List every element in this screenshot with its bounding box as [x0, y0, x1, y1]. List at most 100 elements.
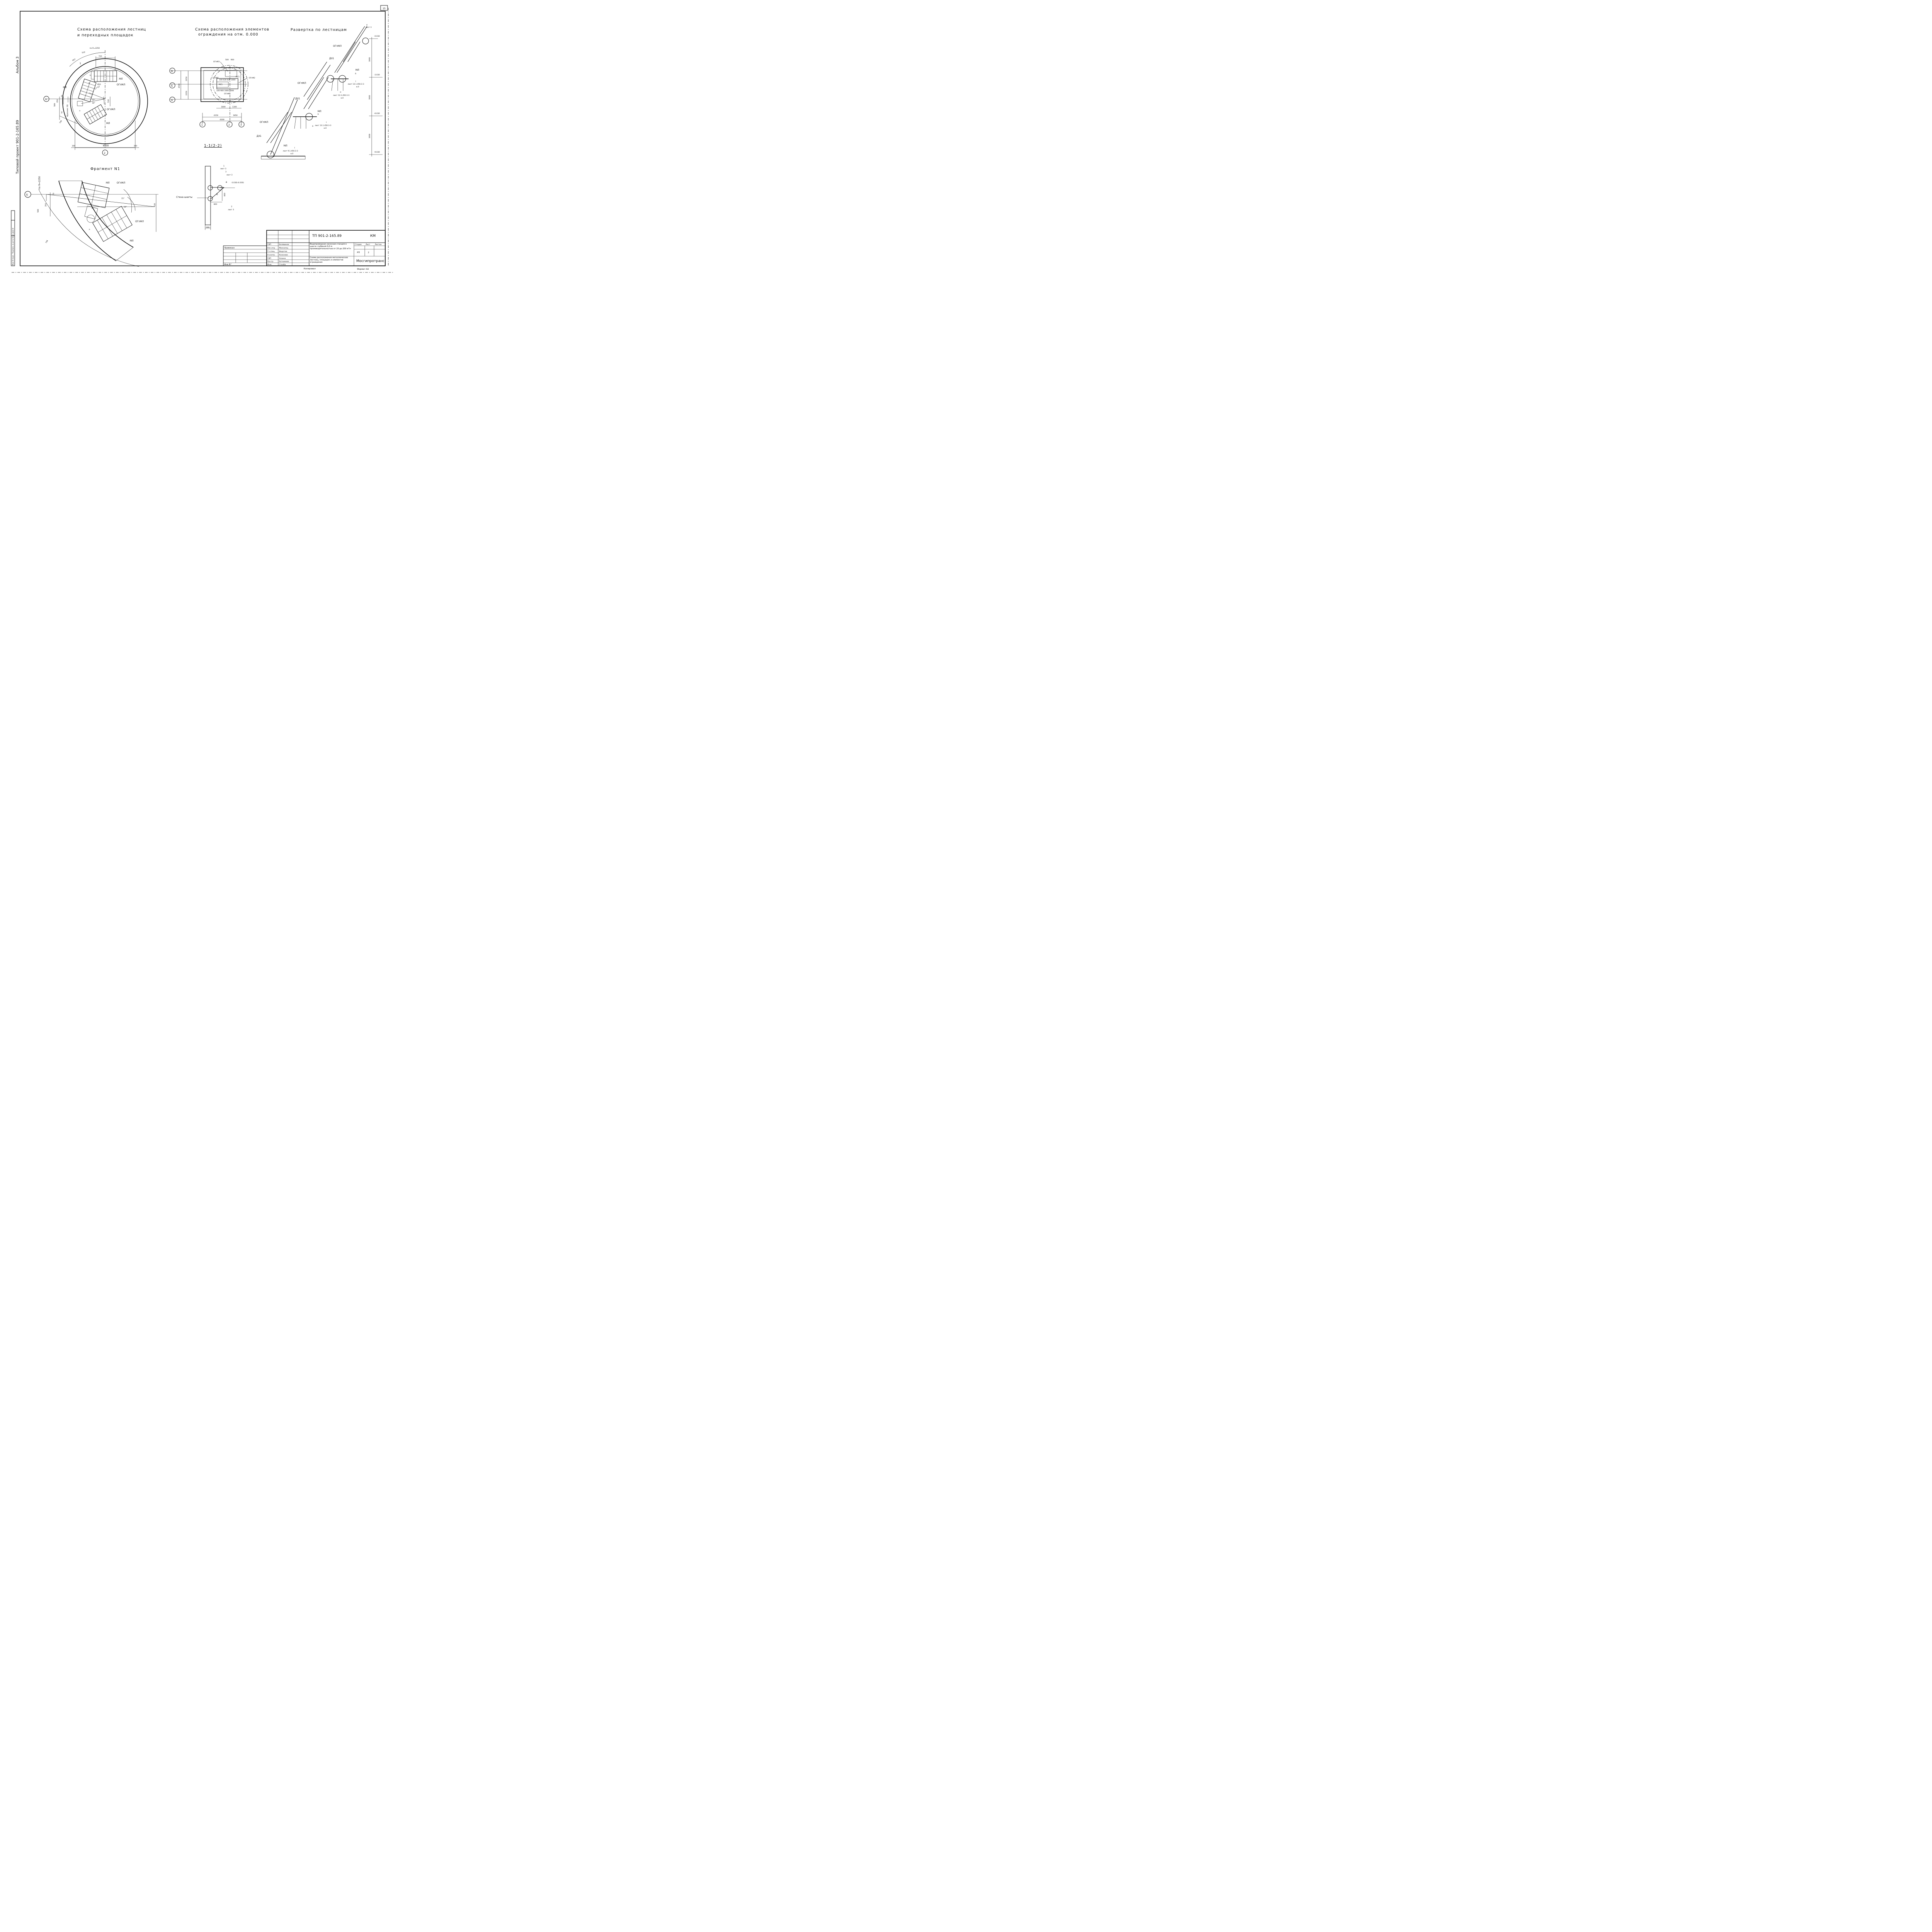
- tb-stage-header: Стадия: [355, 243, 362, 246]
- tb-name: Коханова: [279, 254, 288, 256]
- fragment-axis-b: Б: [26, 194, 28, 196]
- plan-dim-350: 350: [56, 99, 59, 103]
- fragment-ogpml-2: ОГпМЛ: [135, 220, 144, 223]
- title-block: ТП 901-2-165.89 КМ Привязан Инв.N° ГИП Н…: [223, 230, 386, 270]
- unfold-dx1-1: ДХ1: [329, 57, 334, 60]
- unfold-dx1-3: ДХ1: [257, 135, 262, 138]
- fence-dim-4500: 4500: [178, 83, 180, 88]
- section-mark-a: а: [226, 181, 227, 184]
- tb-role: Нач.отд.: [267, 247, 276, 249]
- plan-dim-300-left: 300: [72, 145, 75, 147]
- fence-dim-1800: 1800: [221, 106, 226, 108]
- tb-code: ТП 901-2-165.89: [312, 234, 342, 238]
- plan-ogpml-1: ОГпМЛ: [117, 83, 125, 86]
- unfold-dx1-2: ДХ1: [295, 97, 300, 100]
- plan-dim-4500: 4500: [103, 145, 109, 147]
- unfold-mark-b2: б: [318, 113, 319, 116]
- fence-title-1: Схема расположения элементов: [195, 27, 269, 32]
- plan-mark-a2: а: [79, 110, 80, 112]
- unfold-ml-3: МЛ: [284, 145, 287, 147]
- fence-axis-1: 1: [201, 124, 203, 126]
- unfold-ml-2: МЛ: [318, 110, 321, 113]
- unfold-note-2: лист 13.1.450.3-3: [333, 94, 349, 97]
- fence-mc1-b: МС1: [236, 76, 240, 78]
- fence-title-2: ограждения на отм. 0.000: [198, 32, 259, 37]
- fragment-dim-530: 530: [154, 203, 156, 207]
- unfold-ogpml-2: ОГпМЛ: [298, 82, 306, 85]
- tb-copied: Копировал: [304, 268, 316, 270]
- unfold-mark-b1: б: [355, 73, 356, 75]
- unfold-title: Развертка по лестницам: [291, 28, 347, 32]
- plan-ml-top: МЛ: [119, 78, 123, 80]
- unfold-level-2: -3.030: [374, 74, 380, 76]
- fence-axis-b: Б: [171, 85, 173, 87]
- album-label: Альбом 3: [16, 56, 20, 73]
- fragment-angle-15: 15°: [121, 197, 124, 200]
- unfold-note-1-sub: в.0: [356, 86, 359, 88]
- tb-name: Белявинов: [279, 243, 289, 246]
- plan-dim-589: 589: [54, 103, 56, 107]
- section-callout-1: 1: [223, 165, 224, 167]
- fragment-radius-note: по R=2250: [38, 176, 41, 189]
- tb-role: Н.контр.: [267, 254, 276, 256]
- section-callout-2-sheet: лист 3: [228, 209, 234, 211]
- unfold-mark-b3: б: [312, 125, 313, 128]
- unfold-note-3-num: I: [326, 121, 327, 124]
- plan-dim-510: 510: [82, 51, 85, 54]
- tb-attached: Привязан: [224, 247, 235, 249]
- fence-dim-4150: 4150: [214, 114, 218, 117]
- tb-name: Ухлина: [279, 257, 286, 260]
- section-callout-3: 3: [225, 171, 226, 173]
- section-dim-800-v: 800: [224, 193, 226, 196]
- unfold-note-2-num: II: [340, 91, 341, 94]
- section-title: 1-1(2-2): [204, 144, 222, 148]
- fence-dim-500: 500: [225, 59, 229, 61]
- fragment-dim-350: 350: [45, 203, 47, 207]
- unfold-note-1: лист 13.1.450.3-3: [348, 83, 364, 85]
- plan-dim-706: 706: [59, 120, 63, 124]
- plan-dim-300-right: 300: [134, 145, 137, 147]
- fence-outer-rect: [201, 67, 244, 102]
- tb-organization: Мосгипротранс: [356, 259, 384, 263]
- plan-title-2: и переходных площадок: [77, 33, 133, 37]
- stair-left: [78, 78, 97, 102]
- unfold-callout-4-sheet: лист 3: [366, 26, 372, 29]
- fragment-mark-a2: а: [89, 229, 90, 231]
- plan-dim-70: 70: [61, 95, 63, 97]
- stair-top: [91, 70, 117, 82]
- unfold-note-4-num: I: [294, 147, 295, 149]
- plan-dim-850: 850: [97, 83, 101, 86]
- fence-axis-3: 3: [240, 124, 242, 126]
- unfold-level-1: -0.030: [374, 35, 380, 37]
- unfold-ml-1: МЛ: [355, 69, 359, 71]
- unfold-view: -0.030 -3.030 -6.030 -9.030 3000 3000 30…: [257, 24, 383, 160]
- fence-dim-6000: 6000: [220, 119, 224, 121]
- plan-dim-530: 530: [107, 99, 110, 103]
- fence-ogpm2: ОГпМ2: [249, 77, 255, 79]
- tb-role: ГИП: [267, 243, 271, 246]
- tb-role: ГИП: [267, 257, 271, 260]
- fence-dim-1850: 1850: [233, 114, 238, 117]
- fragment-dim-70: 70: [53, 193, 55, 195]
- plan-view: 667 510 по R=2250 720 850 70 350 589 706…: [43, 47, 148, 156]
- tb-name: Ботникова: [279, 260, 289, 263]
- fence-ogpm3: ОГпМ3: [213, 61, 219, 63]
- fragment-angle-18: 18°: [124, 206, 127, 208]
- fragment-ml-2: МЛ: [130, 240, 134, 242]
- plan-angle-18: 18°: [92, 102, 95, 104]
- fence-dim-1300: 1300: [232, 106, 237, 108]
- unfold-note-4: лист 9.1.450.3-3: [283, 150, 298, 152]
- unfold-note-4-sub: в.0: [291, 153, 293, 155]
- tb-inv-no: Инв.N°: [224, 264, 231, 266]
- tb-sheets-header: Листов: [375, 243, 381, 246]
- fence-axis-2: 2: [228, 124, 230, 126]
- tb-roles: ГИП Нач.отд. Гл.спец. Н.контр. ГИП Рук.г…: [267, 243, 276, 266]
- section-wall-label: Стена шахты: [176, 196, 192, 199]
- fragment-ml-1: МЛ: [106, 182, 110, 184]
- fragment-view: Б по R=2250 70 350 589 530 706 15° 18° М…: [24, 176, 158, 267]
- page-number: 15: [383, 7, 386, 10]
- tb-format: Формат А2: [357, 268, 369, 270]
- section-callout-3-sheet: лист 3: [226, 174, 233, 176]
- tb-mark: КМ: [370, 234, 376, 238]
- section-dim-800-h: 800: [214, 203, 217, 206]
